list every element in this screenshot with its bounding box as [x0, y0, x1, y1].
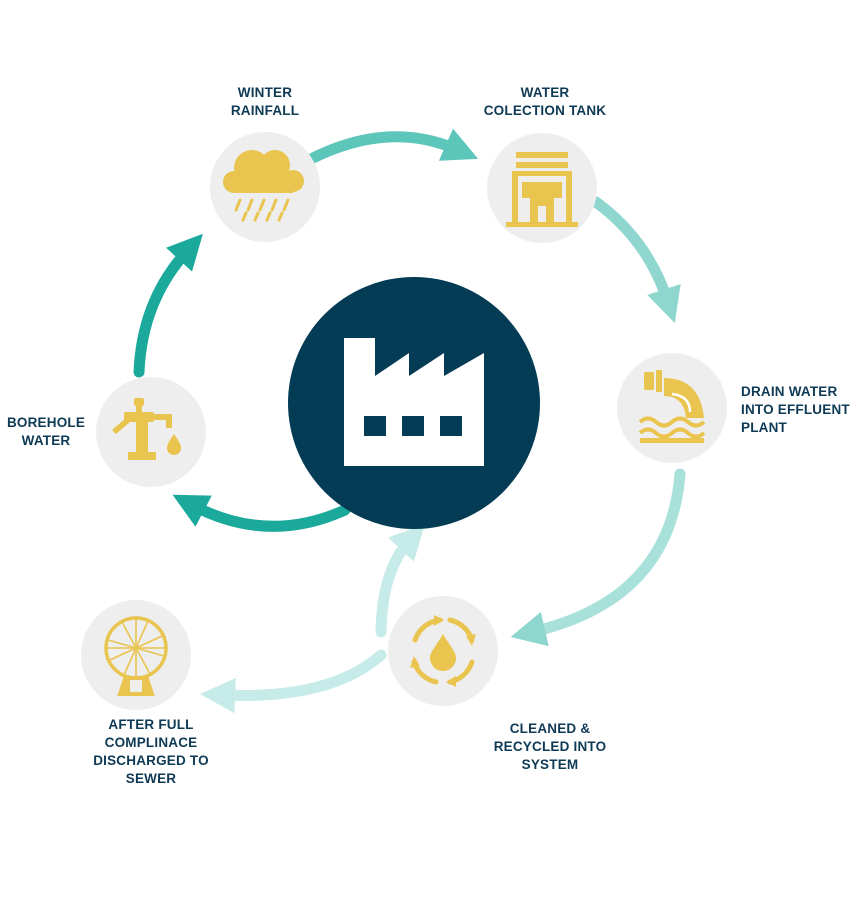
arrow-drain-to-cleaned	[510, 468, 686, 647]
arrow-rainfall-to-tank	[307, 128, 479, 164]
node-drain-water-effluent	[617, 353, 727, 463]
rain-cloud-icon	[223, 150, 304, 222]
sewer-grate-icon	[104, 616, 168, 696]
water-pump-icon	[112, 398, 181, 460]
factory-icon	[344, 338, 484, 466]
arrow-tank-to-drain	[590, 196, 681, 323]
recycle-drop-icon	[410, 615, 476, 687]
label-water-collection-tank: WATER COLECTION TANK	[483, 85, 607, 118]
label-discharged-to-sewer: AFTER FULL COMPLINACE DISCHARGED TO SEWE…	[93, 717, 209, 786]
label-drain-water-effluent: DRAIN WATER INTO EFFLUENT PLANT	[741, 384, 850, 435]
storage-tank-icon	[506, 152, 578, 227]
drain-pipe-icon	[638, 370, 706, 443]
label-winter-rainfall: WINTER RAINFALL	[230, 85, 300, 118]
label-borehole-water: BOREHOLE WATER	[6, 415, 86, 448]
node-cleaned-recycled	[388, 596, 498, 706]
label-cleaned-recycled: CLEANED & RECYCLED INTO SYSTEM	[493, 721, 607, 772]
arrow-hub-to-borehole	[172, 494, 351, 532]
arrow-borehole-to-rainfall	[133, 233, 203, 378]
node-borehole-water	[96, 377, 206, 487]
node-winter-rainfall	[210, 132, 320, 242]
factory-hub	[288, 277, 540, 529]
node-water-collection-tank	[487, 133, 597, 243]
arrow-cleaned-to-hub	[375, 523, 426, 638]
arrow-cleaned-to-sewer	[200, 649, 387, 714]
node-discharged-to-sewer	[81, 600, 191, 710]
